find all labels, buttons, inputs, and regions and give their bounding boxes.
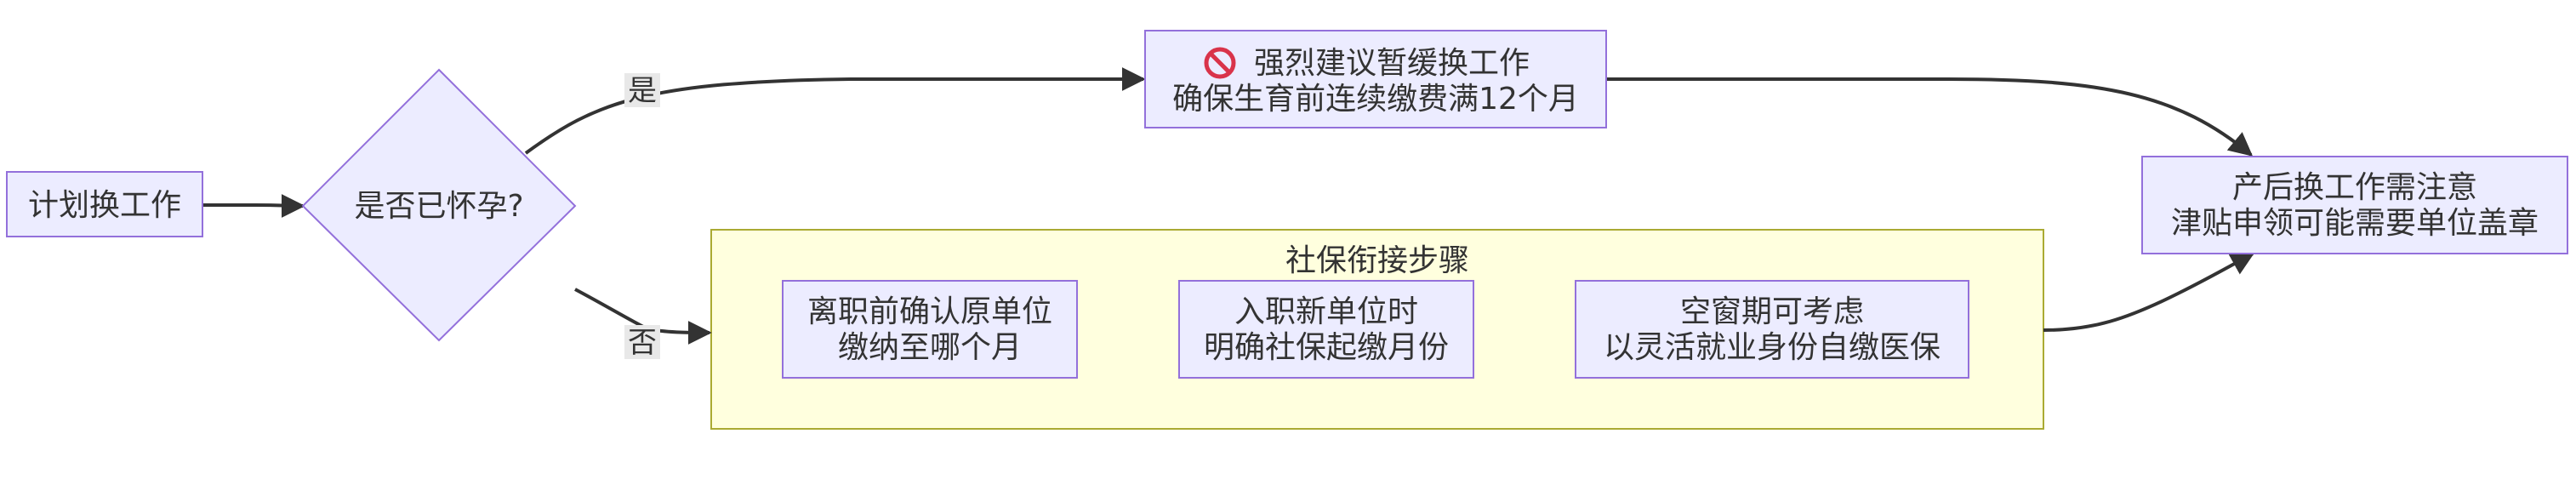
edge-label-yes-text: 是: [628, 74, 657, 108]
node-step-new-employer-start: 入职新单位时 明确社保起缴月份: [1178, 280, 1474, 379]
edge-steps-to-after: [2043, 252, 2255, 332]
node-delay-line2: 确保生育前连续缴费满12个月: [1172, 82, 1579, 117]
node-after-line2: 津贴申领可能需要单位盖章: [2171, 206, 2539, 241]
node-step1-line1: 离职前确认原单位: [807, 294, 1052, 329]
prohibited-icon: [1204, 47, 1236, 79]
node-after-birth-notice: 产后换工作需注意 津贴申领可能需要单位盖章: [2141, 156, 2568, 254]
node-plan-job-change: 计划换工作: [6, 171, 203, 237]
node-plan-label: 计划换工作: [28, 188, 181, 223]
node-step2-line1: 入职新单位时: [1234, 294, 1418, 329]
node-delay-job-change: 强烈建议暂缓换工作 确保生育前连续缴费满12个月: [1144, 30, 1607, 128]
node-step3-line1: 空窗期可考虑: [1680, 294, 1864, 329]
cluster-title: 社保衔接步骤: [1285, 243, 1469, 278]
edge-delay-to-after: [1606, 77, 2254, 157]
edge-label-no: 否: [624, 325, 660, 360]
node-pregnant-label: 是否已怀孕?: [354, 189, 523, 224]
node-pregnant-decision: 是否已怀孕?: [301, 68, 577, 342]
edge-pregnant-to-delay-yes: [524, 67, 1146, 155]
node-step-gap-period: 空窗期可考虑 以灵活就业身份自缴医保: [1575, 280, 1969, 379]
node-step-confirm-old-employer: 离职前确认原单位 缴纳至哪个月: [782, 280, 1078, 379]
node-step1-line2: 缴纳至哪个月: [838, 330, 1022, 365]
node-delay-line1: 强烈建议暂缓换工作: [1254, 46, 1530, 81]
node-step2-line2: 明确社保起缴月份: [1204, 330, 1449, 365]
edge-plan-to-pregnant: [202, 193, 305, 218]
node-step3-line2: 以灵活就业身份自缴医保: [1604, 330, 1941, 365]
node-after-line1: 产后换工作需注意: [2232, 170, 2477, 205]
edge-label-yes: 是: [624, 73, 660, 108]
edge-label-no-text: 否: [628, 326, 657, 360]
